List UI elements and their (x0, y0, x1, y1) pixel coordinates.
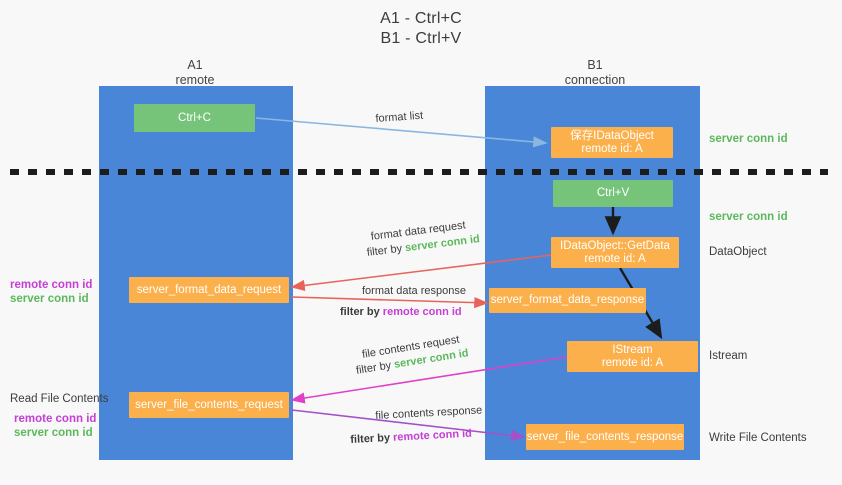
column-header-a1: A1 remote (140, 58, 250, 88)
edge-label-format-data-response: format data response (362, 285, 466, 297)
right-label-write-file-contents: Write File Contents (709, 432, 807, 444)
node-ctrl-c-label: Ctrl+C (178, 111, 211, 124)
node-istream-line1: IStream (612, 343, 653, 356)
column-header-b1-role: connection (564, 73, 626, 87)
column-header-a1-role: remote (175, 73, 215, 87)
node-save-dataobject[interactable]: 保存IDataObject remote id: A (551, 127, 673, 158)
node-idataobject-getdata-line2: remote id: A (584, 252, 646, 265)
filter-by-text-4: filter by (350, 431, 394, 446)
left-label-server-conn-id-1: server conn id (10, 293, 89, 305)
node-istream[interactable]: IStream remote id: A (567, 341, 698, 372)
page-title-line2: B1 - Ctrl+V (380, 30, 462, 47)
node-server-file-contents-response-label: server_file_contents_response (526, 430, 684, 443)
node-ctrl-v[interactable]: Ctrl+V (553, 180, 673, 207)
right-label-server-conn-id-top: server conn id (709, 133, 788, 145)
right-label-server-conn-id-mid: server conn id (709, 211, 788, 223)
node-ctrl-c[interactable]: Ctrl+C (134, 104, 255, 132)
column-header-b1-name: B1 (587, 58, 603, 72)
left-label-server-conn-id-2: server conn id (14, 427, 93, 439)
node-idataobject-getdata-line1: IDataObject::GetData (560, 239, 670, 252)
filter-by-text-2: filter by (340, 306, 383, 318)
right-label-dataobject: DataObject (709, 246, 767, 258)
node-server-file-contents-response[interactable]: server_file_contents_response (526, 424, 684, 450)
node-server-format-data-request[interactable]: server_format_data_request (129, 277, 289, 303)
edge-label-format-data-response-filter: filter by remote conn id (340, 305, 462, 319)
node-istream-line2: remote id: A (601, 356, 664, 369)
column-header-a1-name: A1 (187, 58, 203, 72)
node-idataobject-getdata[interactable]: IDataObject::GetData remote id: A (551, 237, 679, 268)
node-save-dataobject-line2: remote id: A (581, 142, 643, 155)
node-save-dataobject-line1: 保存IDataObject (570, 129, 654, 142)
right-label-istream: Istream (709, 350, 748, 362)
node-ctrl-v-label: Ctrl+V (596, 187, 630, 199)
node-server-format-data-request-label: server_format_data_request (136, 283, 282, 296)
remote-conn-id-token: remote conn id (382, 306, 462, 318)
node-server-format-data-response[interactable]: server_format_data_response (489, 288, 646, 313)
left-label-remote-conn-id-1: remote conn id (10, 279, 93, 291)
left-label-read-file-contents: Read File Contents (10, 393, 109, 405)
left-label-remote-conn-id-2: remote conn id (14, 413, 97, 425)
node-server-file-contents-request-label: server_file_contents_request (135, 398, 283, 411)
node-server-format-data-response-label: server_format_data_response (490, 294, 645, 306)
page-title-line1: A1 - Ctrl+C (380, 10, 462, 27)
node-server-file-contents-request[interactable]: server_file_contents_request (129, 392, 289, 418)
column-header-b1: B1 connection (540, 58, 650, 88)
